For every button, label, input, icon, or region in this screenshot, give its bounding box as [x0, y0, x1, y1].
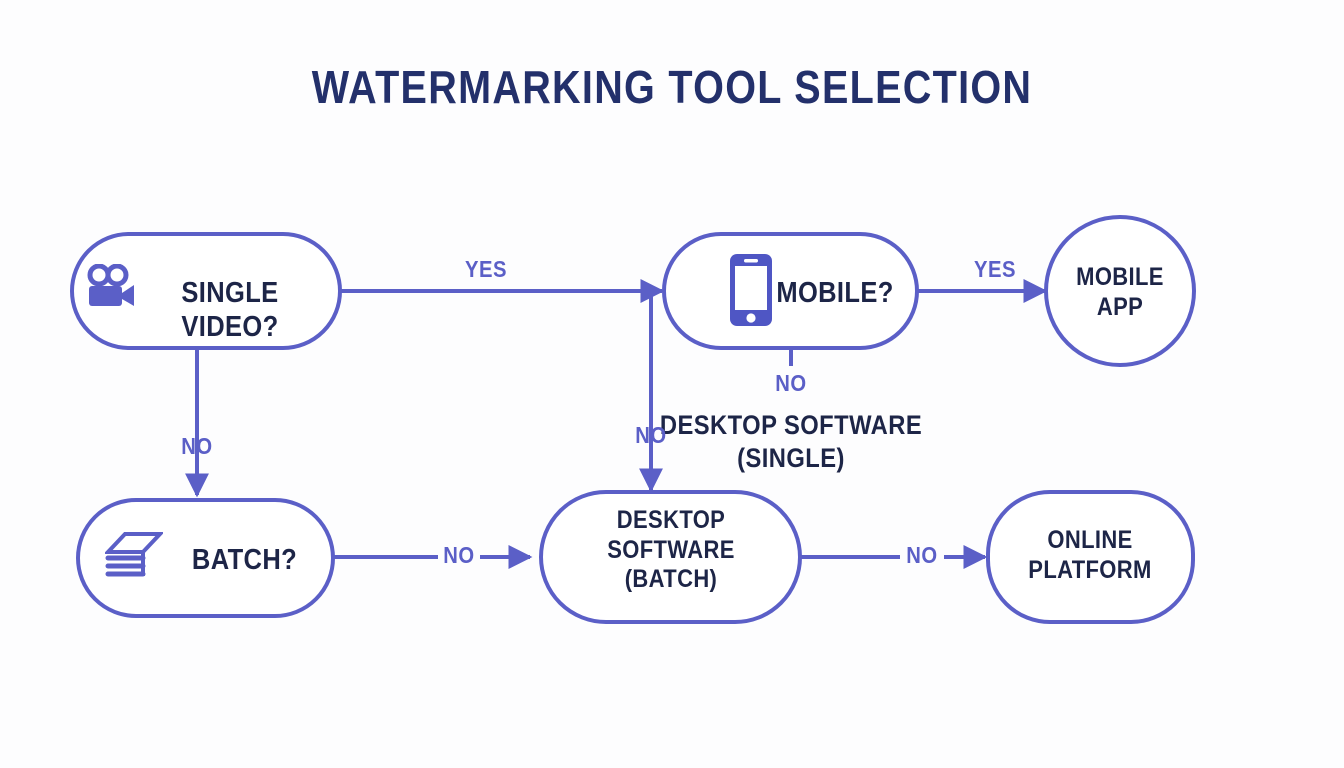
node-mobile[interactable] — [662, 232, 919, 350]
node-mobile-app[interactable] — [1044, 215, 1196, 367]
node-single-video[interactable] — [70, 232, 342, 350]
node-batch[interactable] — [76, 498, 335, 618]
page-title: WATERMARKING TOOL SELECTION — [311, 61, 1033, 113]
node-desktop-software-batch[interactable] — [539, 490, 802, 624]
node-online-platform[interactable] — [986, 490, 1195, 624]
